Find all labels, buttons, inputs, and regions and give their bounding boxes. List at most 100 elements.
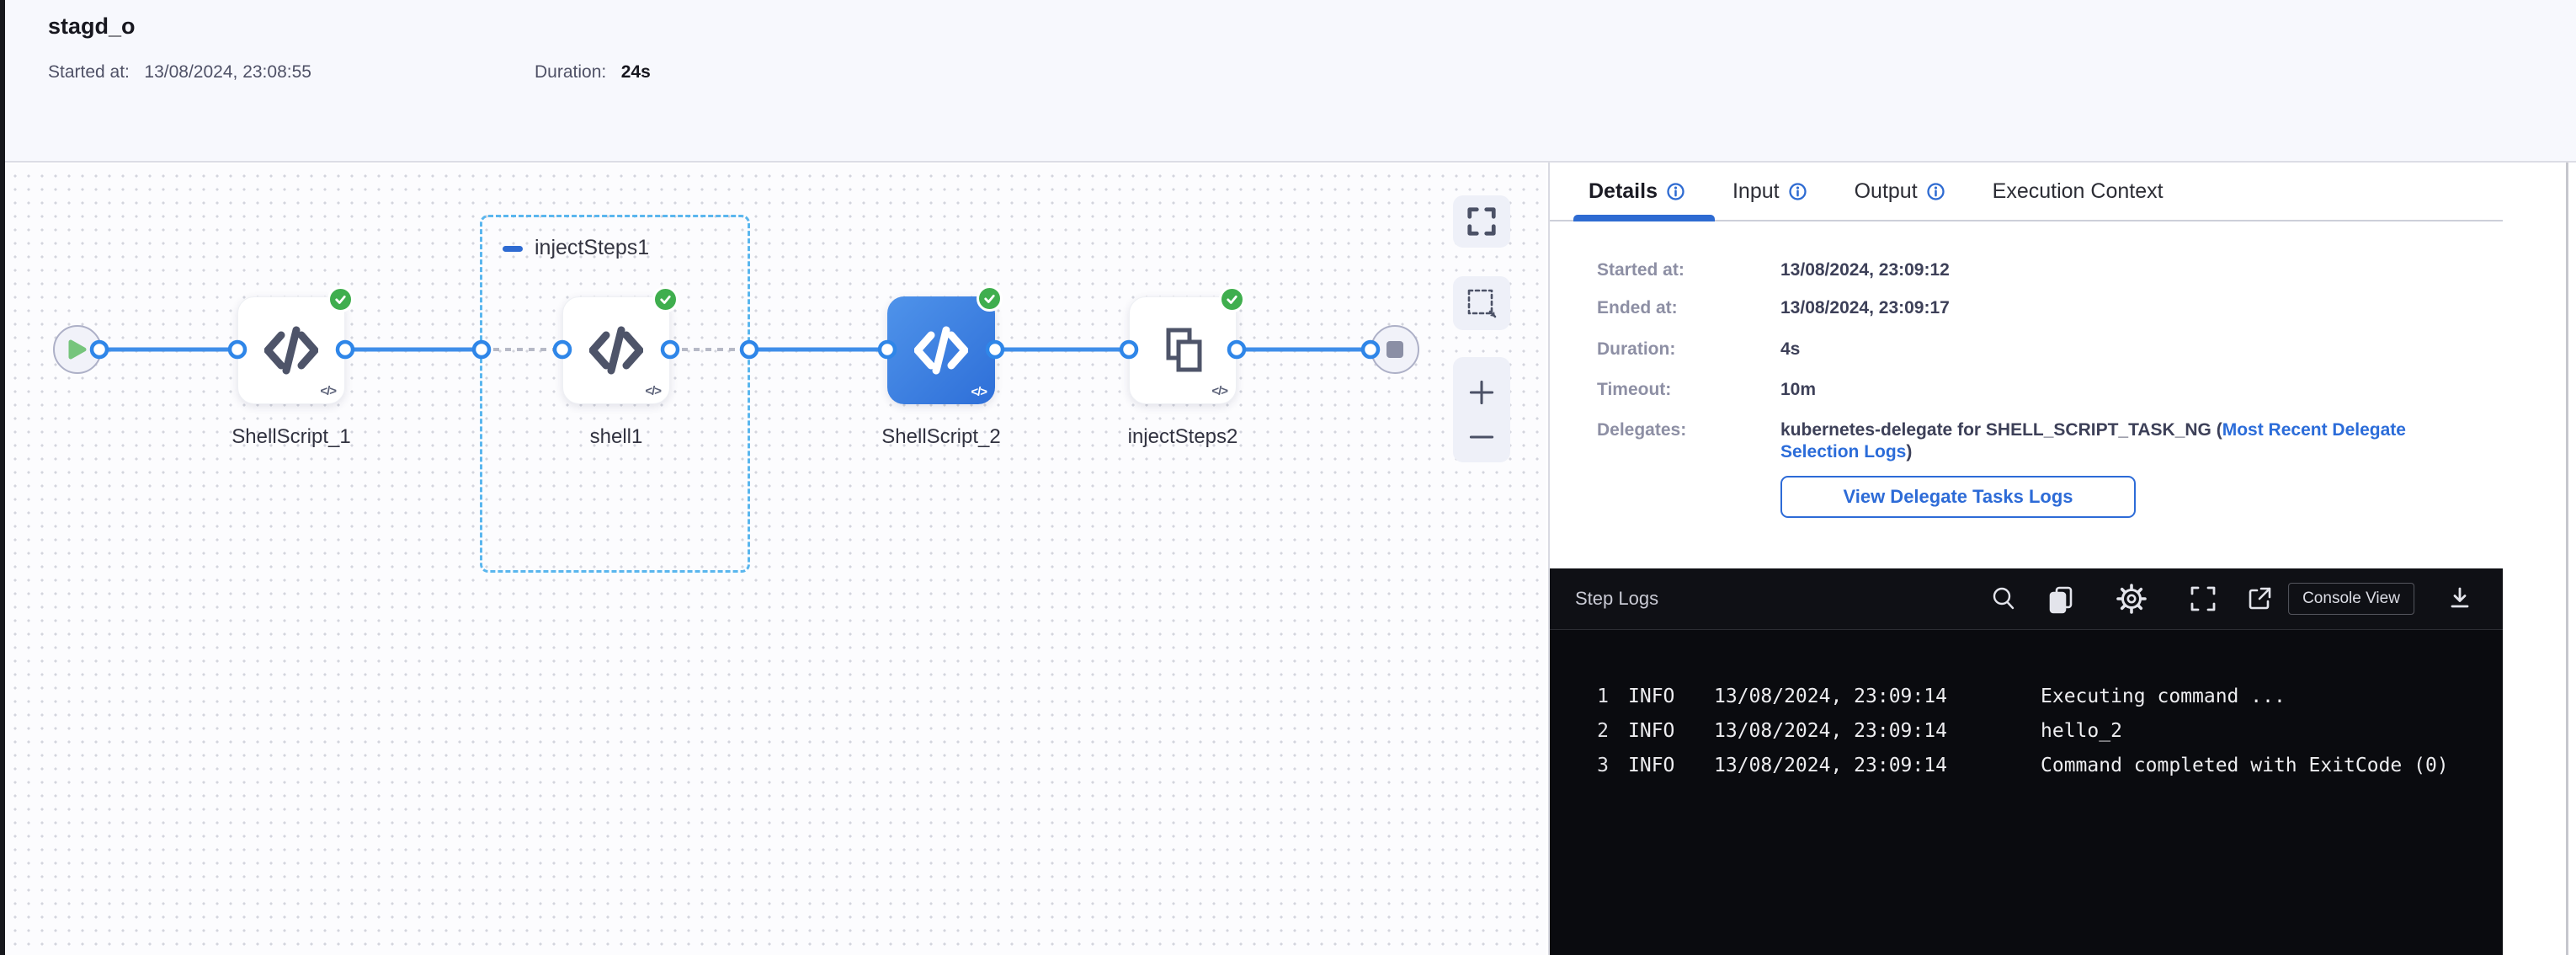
detail-value: 4s [1780, 339, 1801, 359]
view-delegate-tasks-logs-button[interactable]: View Delegate Tasks Logs [1780, 476, 2136, 518]
canvas-marquee-select-button[interactable] [1453, 276, 1510, 330]
copy-icon[interactable] [2046, 584, 2076, 614]
detail-row-timeout: Timeout: 10m [1597, 379, 2478, 401]
external-link-icon[interactable] [2245, 584, 2274, 613]
detail-value: 13/08/2024, 23:09:17 [1780, 298, 1950, 317]
scrollbar[interactable] [2566, 163, 2568, 955]
success-check-icon [1219, 286, 1245, 312]
info-icon [1788, 182, 1807, 200]
collapse-group-icon[interactable] [503, 246, 523, 252]
log-timestamp: 13/08/2024, 23:09:14 [1714, 686, 1947, 707]
tab-output[interactable]: Output [1855, 163, 1945, 220]
execution-header: stagd_o Started at: 13/08/2024, 23:08:55… [5, 0, 2576, 163]
duration-value: 24s [620, 62, 651, 82]
shell-script-mini-icon: </> [320, 384, 337, 398]
log-line-number: 2 [1597, 720, 1609, 742]
detail-label: Ended at: [1597, 298, 1678, 317]
started-at-text: Started at: 13/08/2024, 23:08:55 [48, 62, 311, 83]
tab-details-label: Details [1589, 179, 1658, 203]
active-tab-underline [1573, 215, 1715, 221]
duration-text: Duration: 24s [535, 62, 651, 83]
step-logs-header: Step Logs [1550, 568, 2503, 630]
log-line-number: 1 [1597, 686, 1609, 707]
detail-row-duration: Duration: 4s [1597, 339, 2478, 360]
shell-script-mini-icon: </> [971, 385, 987, 399]
success-check-icon [977, 285, 1003, 312]
group-label: injectSteps1 [535, 236, 650, 259]
info-icon [1927, 182, 1945, 200]
left-edge-strip [0, 0, 5, 955]
step-details-panel: Details Input Output [1548, 163, 2503, 955]
tab-input-label: Input [1732, 179, 1780, 203]
copy-pages-icon [1166, 328, 1202, 372]
stage-title: stagd_o [48, 13, 136, 39]
zoom-in-icon[interactable] [1466, 377, 1497, 408]
log-level: INFO [1628, 720, 1675, 742]
log-message: Executing command ... [2041, 686, 2286, 707]
detail-label: Started at: [1597, 260, 1685, 280]
pipeline-canvas[interactable]: injectSteps1 </> [5, 164, 1546, 955]
delegates-text: kubernetes-delegate for SHELL_SCRIPT_TAS… [1780, 420, 2222, 440]
settings-gear-icon[interactable] [2116, 583, 2148, 615]
step-logs-title: Step Logs [1575, 588, 1659, 609]
log-level: INFO [1628, 686, 1675, 707]
node-label-injectsteps2: injectSteps2 [1127, 425, 1238, 448]
delegate-selection-logs-link[interactable]: Most Recent Delegate Selection Logs [1780, 420, 2406, 461]
delegates-value: kubernetes-delegate for SHELL_SCRIPT_TAS… [1780, 419, 2422, 463]
detail-row-delegates: Delegates: kubernetes-delegate for SHELL_… [1597, 419, 2478, 463]
fullscreen-icon[interactable] [2189, 584, 2217, 613]
download-icon[interactable] [2446, 584, 2474, 613]
tab-output-label: Output [1854, 179, 1918, 203]
step-node-shell1[interactable]: </> [562, 286, 679, 404]
play-icon [68, 339, 87, 360]
detail-row-started: Started at: 13/08/2024, 23:09:12 [1597, 259, 2478, 281]
step-group-injectSteps1[interactable]: injectSteps1 [480, 215, 750, 573]
step-node-shellscript-1[interactable]: </> [237, 286, 354, 404]
zoom-out-icon[interactable] [1466, 431, 1497, 443]
log-message: hello_2 [2041, 720, 2122, 742]
detail-label: Duration: [1597, 339, 1676, 359]
info-icon [1667, 182, 1685, 200]
tab-execution-context[interactable]: Execution Context [1993, 163, 2164, 220]
pipeline-edges [89, 339, 1381, 360]
end-node [1370, 325, 1419, 374]
right-gutter [2503, 163, 2576, 955]
log-line-3: 3 INFO 13/08/2024, 23:09:14 Command comp… [1550, 755, 2503, 780]
canvas-zoom-controls [1453, 357, 1510, 462]
tab-details[interactable]: Details [1589, 163, 1685, 220]
tab-execution-context-label: Execution Context [1992, 179, 2164, 203]
shell-script-mini-icon: </> [1211, 384, 1228, 398]
start-node [53, 325, 102, 374]
step-node-injectsteps2[interactable]: </> [1129, 286, 1245, 404]
code-icon [264, 326, 318, 375]
canvas-fullscreen-button[interactable] [1453, 195, 1510, 248]
detail-value: 13/08/2024, 23:09:12 [1780, 260, 1950, 280]
detail-label: Timeout: [1597, 380, 1672, 399]
started-at-label: Started at: [48, 62, 130, 82]
started-at-value: 13/08/2024, 23:08:55 [144, 62, 311, 82]
step-node-shellscript-2-selected[interactable]: </> [887, 285, 1003, 404]
detail-label: Delegates: [1597, 420, 1687, 440]
stop-icon [1386, 341, 1403, 358]
log-timestamp: 13/08/2024, 23:09:14 [1714, 755, 1947, 776]
search-icon[interactable] [1989, 584, 2018, 613]
step-logs-panel: Step Logs [1550, 568, 2503, 955]
console-view-button[interactable]: Console View [2288, 583, 2414, 615]
delegates-suffix: ) [1906, 442, 1913, 461]
success-check-icon [652, 286, 679, 312]
log-timestamp: 13/08/2024, 23:09:14 [1714, 720, 1947, 742]
tab-input[interactable]: Input [1732, 163, 1807, 220]
detail-value: 10m [1780, 380, 1817, 399]
marquee-select-icon [1467, 289, 1497, 318]
log-message: Command completed with ExitCode (0) [2041, 755, 2449, 776]
node-label-shellscript-1: ShellScript_1 [232, 425, 351, 448]
detail-row-ended: Ended at: 13/08/2024, 23:09:17 [1597, 297, 2478, 319]
details-tabs: Details Input Output [1550, 163, 2503, 221]
node-label-shell1: shell1 [589, 425, 643, 448]
log-level: INFO [1628, 755, 1675, 776]
log-line-2: 2 INFO 13/08/2024, 23:09:14 hello_2 [1550, 720, 2503, 745]
shell-script-mini-icon: </> [645, 384, 662, 398]
node-label-shellscript-2: ShellScript_2 [881, 425, 1001, 448]
success-check-icon [327, 286, 354, 312]
duration-label: Duration: [535, 62, 607, 82]
